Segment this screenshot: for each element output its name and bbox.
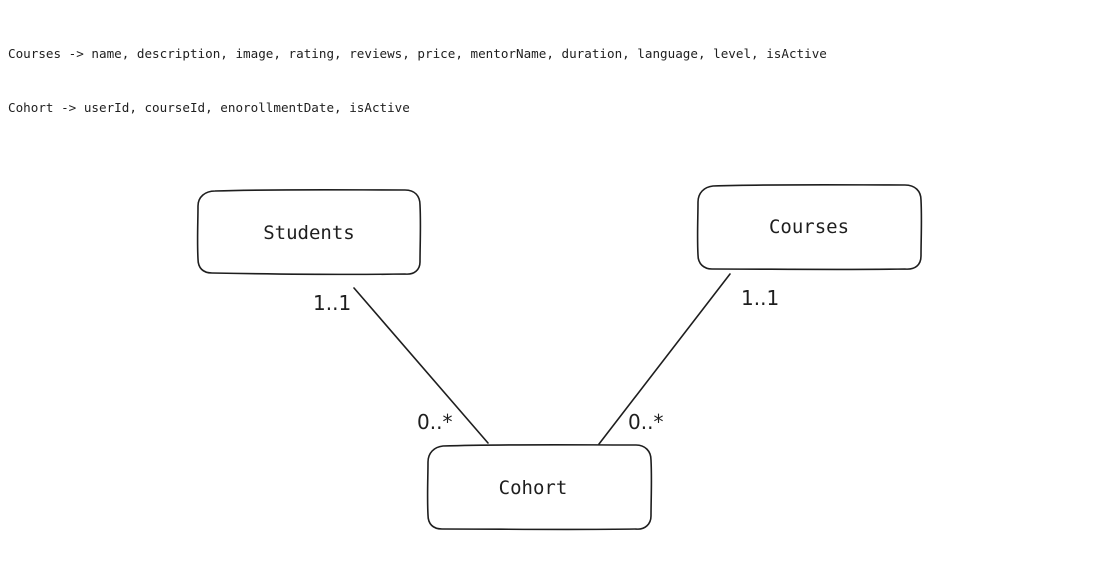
cardinality-courses-end: 1..1: [741, 286, 779, 310]
notes-line-cohort: Cohort -> userId, courseId, enorollmentD…: [8, 100, 410, 115]
cardinality-cohort-students-end: 0..*: [417, 410, 452, 434]
entity-students[interactable]: Students: [196, 188, 422, 276]
entity-cohort-box: [426, 443, 653, 531]
entity-students-box: [196, 188, 422, 276]
entity-cohort-label: Cohort: [499, 477, 568, 499]
entity-courses-box: [696, 183, 923, 271]
notes-line-courses: Courses -> name, description, image, rat…: [8, 46, 827, 61]
relationship-courses-cohort-line[interactable]: [598, 273, 731, 445]
entity-students-label: Students: [263, 222, 355, 244]
entity-cohort[interactable]: Cohort: [426, 443, 653, 531]
cardinality-cohort-courses-end: 0..*: [628, 410, 663, 434]
relationship-students-cohort-line[interactable]: [353, 287, 489, 444]
cardinality-students-end: 1..1: [313, 291, 351, 315]
entity-courses[interactable]: Courses: [696, 183, 923, 271]
entity-courses-label: Courses: [769, 216, 849, 238]
notes: Courses -> name, description, image, rat…: [8, 9, 827, 135]
